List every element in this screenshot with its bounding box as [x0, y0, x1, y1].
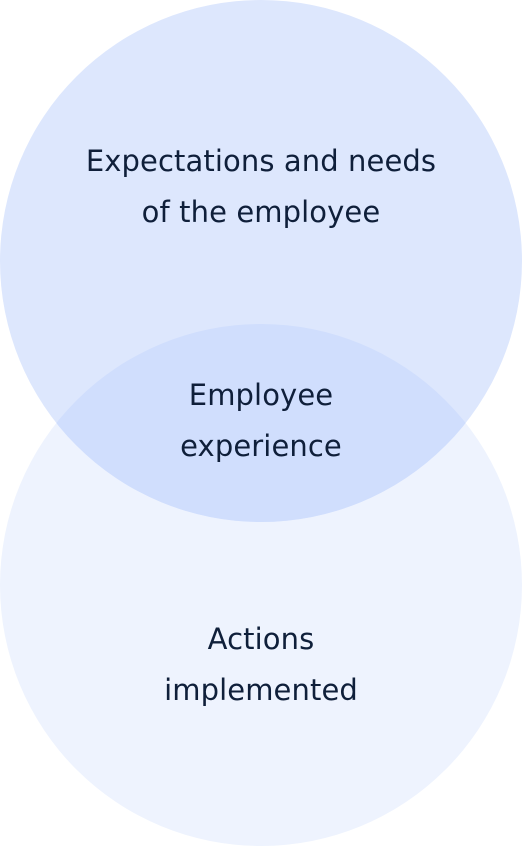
expectations-label: Expectations and needs of the employee — [0, 136, 522, 238]
actions-label-line-2: implemented — [164, 673, 358, 707]
intersection-label-line-2: experience — [180, 429, 342, 463]
actions-label-line-1: Actions — [207, 622, 315, 656]
expectations-label-line-1: Expectations and needs — [85, 144, 437, 178]
actions-label: Actions implemented — [0, 614, 522, 716]
expectations-label-line-2: of the employee — [141, 195, 381, 229]
intersection-label-line-1: Employee — [188, 378, 334, 412]
intersection-area — [0, 324, 522, 522]
intersection-label: Employee experience — [0, 370, 522, 472]
